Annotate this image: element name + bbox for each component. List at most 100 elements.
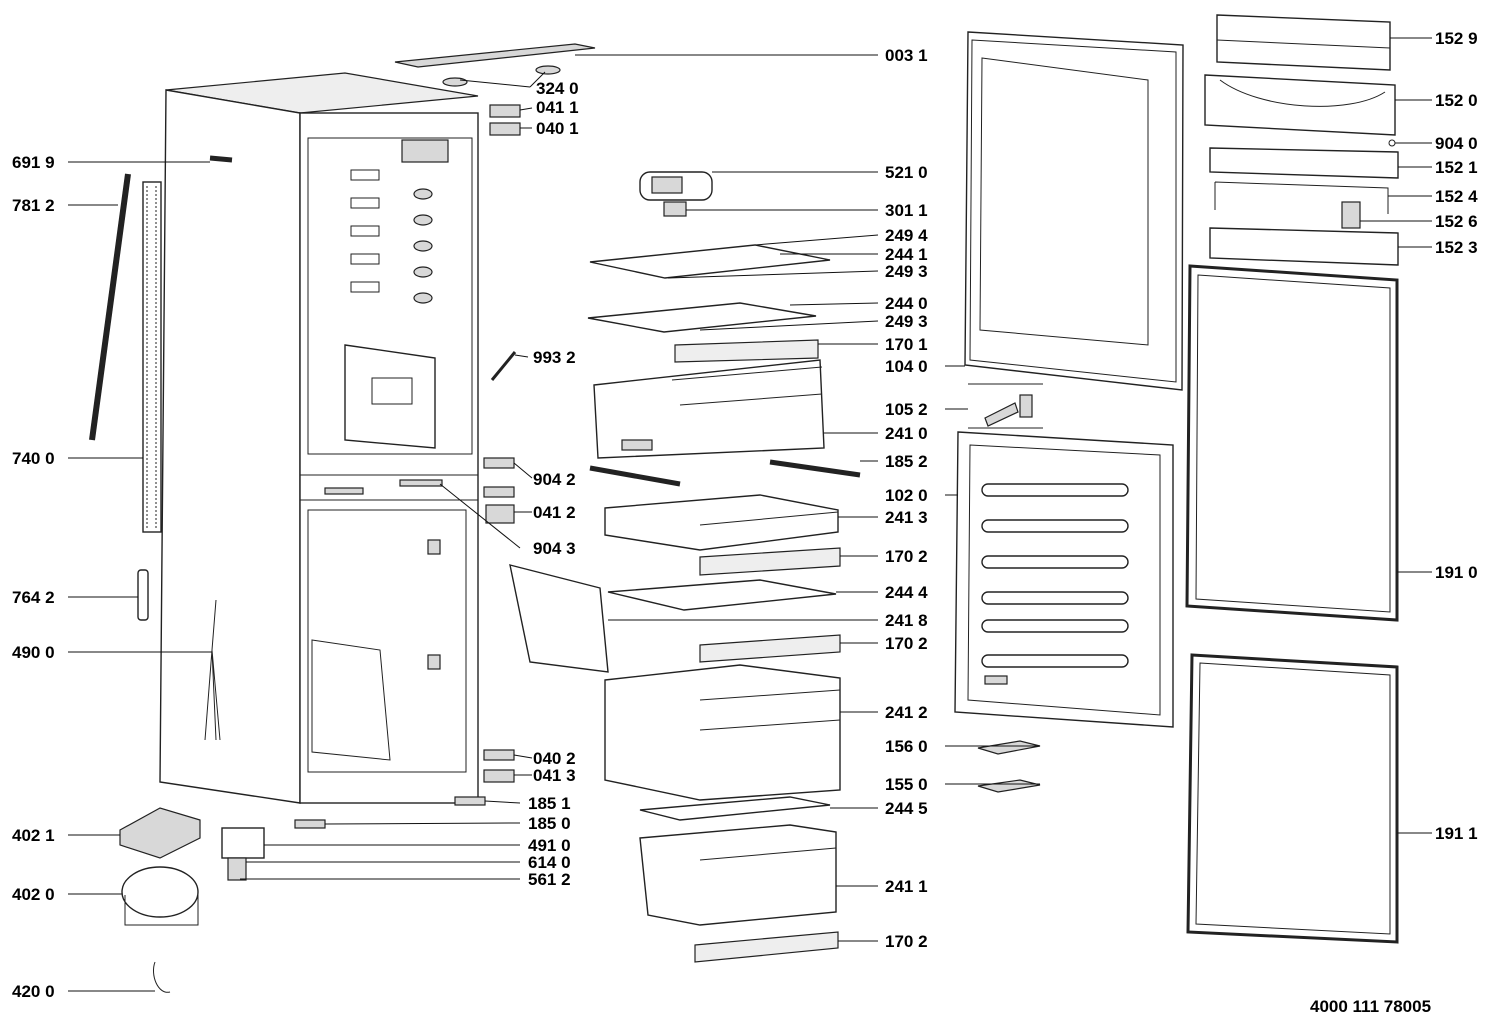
label-904-3: 904 3 <box>533 539 576 558</box>
glass-shelf-244-0 <box>587 302 817 333</box>
label-249-3a: 249 3 <box>885 262 928 281</box>
box-491-0 <box>221 827 265 859</box>
hinge-041-1 <box>489 104 521 118</box>
front-trim-170-2c <box>694 931 839 963</box>
label-249-3b: 249 3 <box>885 312 928 331</box>
label-152-1: 152 1 <box>1435 158 1478 177</box>
label-155-0: 155 0 <box>885 775 928 794</box>
hinge-041-3 <box>483 769 515 783</box>
glass-244-4 <box>607 579 837 611</box>
label-152-4: 152 4 <box>1435 187 1478 206</box>
label-491-0: 491 0 <box>528 836 571 855</box>
label-993-2: 993 2 <box>533 348 576 367</box>
relay-402-1 <box>119 807 201 859</box>
gasket-191-0 <box>1185 264 1399 622</box>
door-shelf-152-1 <box>1209 147 1399 179</box>
label-691-9: 691 9 <box>12 153 55 172</box>
label-041-2: 041 2 <box>533 503 576 522</box>
label-241-3: 241 3 <box>885 508 928 527</box>
hinge-041-2a <box>483 486 515 498</box>
label-324-0: 324 0 <box>536 79 579 98</box>
door-shelf-152-3 <box>1209 227 1399 266</box>
label-191-0: 191 0 <box>1435 563 1478 582</box>
label-156-0: 156 0 <box>885 737 928 756</box>
label-185-1: 185 1 <box>528 794 571 813</box>
glass-244-5 <box>639 796 831 821</box>
top-hinge-cap <box>442 77 468 87</box>
top-cover <box>394 43 596 68</box>
label-170-2a: 170 2 <box>885 547 928 566</box>
hinge-040-2 <box>483 749 515 761</box>
clip-152-6 <box>1341 201 1361 229</box>
label-904-2: 904 2 <box>533 470 576 489</box>
label-781-2: 781 2 <box>12 196 55 215</box>
label-152-9: 152 9 <box>1435 29 1478 48</box>
label-244-0: 244 0 <box>885 294 928 313</box>
label-105-2: 105 2 <box>885 400 928 419</box>
freezer-door-liner-102-0 <box>954 431 1174 728</box>
hinge-904-2 <box>483 457 515 469</box>
label-561-2: 561 2 <box>528 870 571 889</box>
compressor-402-0 <box>121 866 199 918</box>
door-shelf-152-0 <box>1204 74 1396 136</box>
label-040-2: 040 2 <box>533 749 576 768</box>
basket-241-8 <box>509 564 609 673</box>
capacitor-420-0 <box>153 961 171 993</box>
label-614-0: 614 0 <box>528 853 571 872</box>
label-170-2b: 170 2 <box>885 634 928 653</box>
label-191-1: 191 1 <box>1435 824 1478 843</box>
label-041-1: 041 1 <box>536 98 579 117</box>
label-301-1: 301 1 <box>885 201 928 220</box>
label-241-2: 241 2 <box>885 703 928 722</box>
label-041-3: 041 3 <box>533 766 576 785</box>
hinge-041-2b <box>485 504 515 524</box>
ice-tray-155-0 <box>977 779 1041 793</box>
top-hinge-cap <box>535 65 561 75</box>
label-152-0: 152 0 <box>1435 91 1478 110</box>
front-trim-170-2b <box>699 634 841 663</box>
condenser-740-0 <box>142 181 162 533</box>
label-241-0: 241 0 <box>885 424 928 443</box>
part-labels: 003 1 324 0 041 1 040 1 691 9 781 2 740 … <box>12 29 1478 1001</box>
label-402-1: 402 1 <box>12 826 55 845</box>
label-102-0: 102 0 <box>885 486 928 505</box>
label-170-1: 170 1 <box>885 335 928 354</box>
label-241-8: 241 8 <box>885 611 928 630</box>
label-104-0: 104 0 <box>885 357 928 376</box>
label-185-2: 185 2 <box>885 452 928 471</box>
dryer-764-2 <box>137 569 149 621</box>
glass-shelf-244-1 <box>589 244 831 279</box>
ice-tray-156-0 <box>977 740 1041 755</box>
front-trim-170-1 <box>674 339 819 363</box>
screw-904-0 <box>1388 139 1396 147</box>
label-185-0: 185 0 <box>528 814 571 833</box>
label-241-1: 241 1 <box>885 877 928 896</box>
foot-185-0 <box>294 819 326 829</box>
power-cord-490-0 <box>204 599 221 741</box>
label-244-5: 244 5 <box>885 799 928 818</box>
bar-152-4 <box>1214 181 1389 214</box>
label-740-0: 740 0 <box>12 449 55 468</box>
drawer-241-1 <box>639 824 837 926</box>
drawer-241-2 <box>604 664 841 801</box>
label-003-1: 003 1 <box>885 46 928 65</box>
label-402-0: 402 0 <box>12 885 55 904</box>
rail-185-2a <box>589 465 681 487</box>
label-249-4: 249 4 <box>885 226 928 245</box>
crisper-241-0 <box>593 359 825 459</box>
label-764-2: 764 2 <box>12 588 55 607</box>
foot-185-1 <box>454 796 486 806</box>
part-691-9 <box>209 155 233 163</box>
tube-781-2 <box>89 173 131 441</box>
leader-lines <box>68 37 1432 992</box>
drawer-241-3 <box>604 494 839 551</box>
door-shelf-cover-152-9 <box>1216 14 1391 71</box>
part-993-2 <box>490 351 517 381</box>
front-trim-170-2a <box>699 547 841 576</box>
cabinet-shelf-supports <box>350 169 433 304</box>
label-152-3: 152 3 <box>1435 238 1478 257</box>
hinge-040-1 <box>489 122 521 136</box>
fridge-door-liner-104-0 <box>964 31 1184 391</box>
part-614-0 <box>227 857 247 881</box>
